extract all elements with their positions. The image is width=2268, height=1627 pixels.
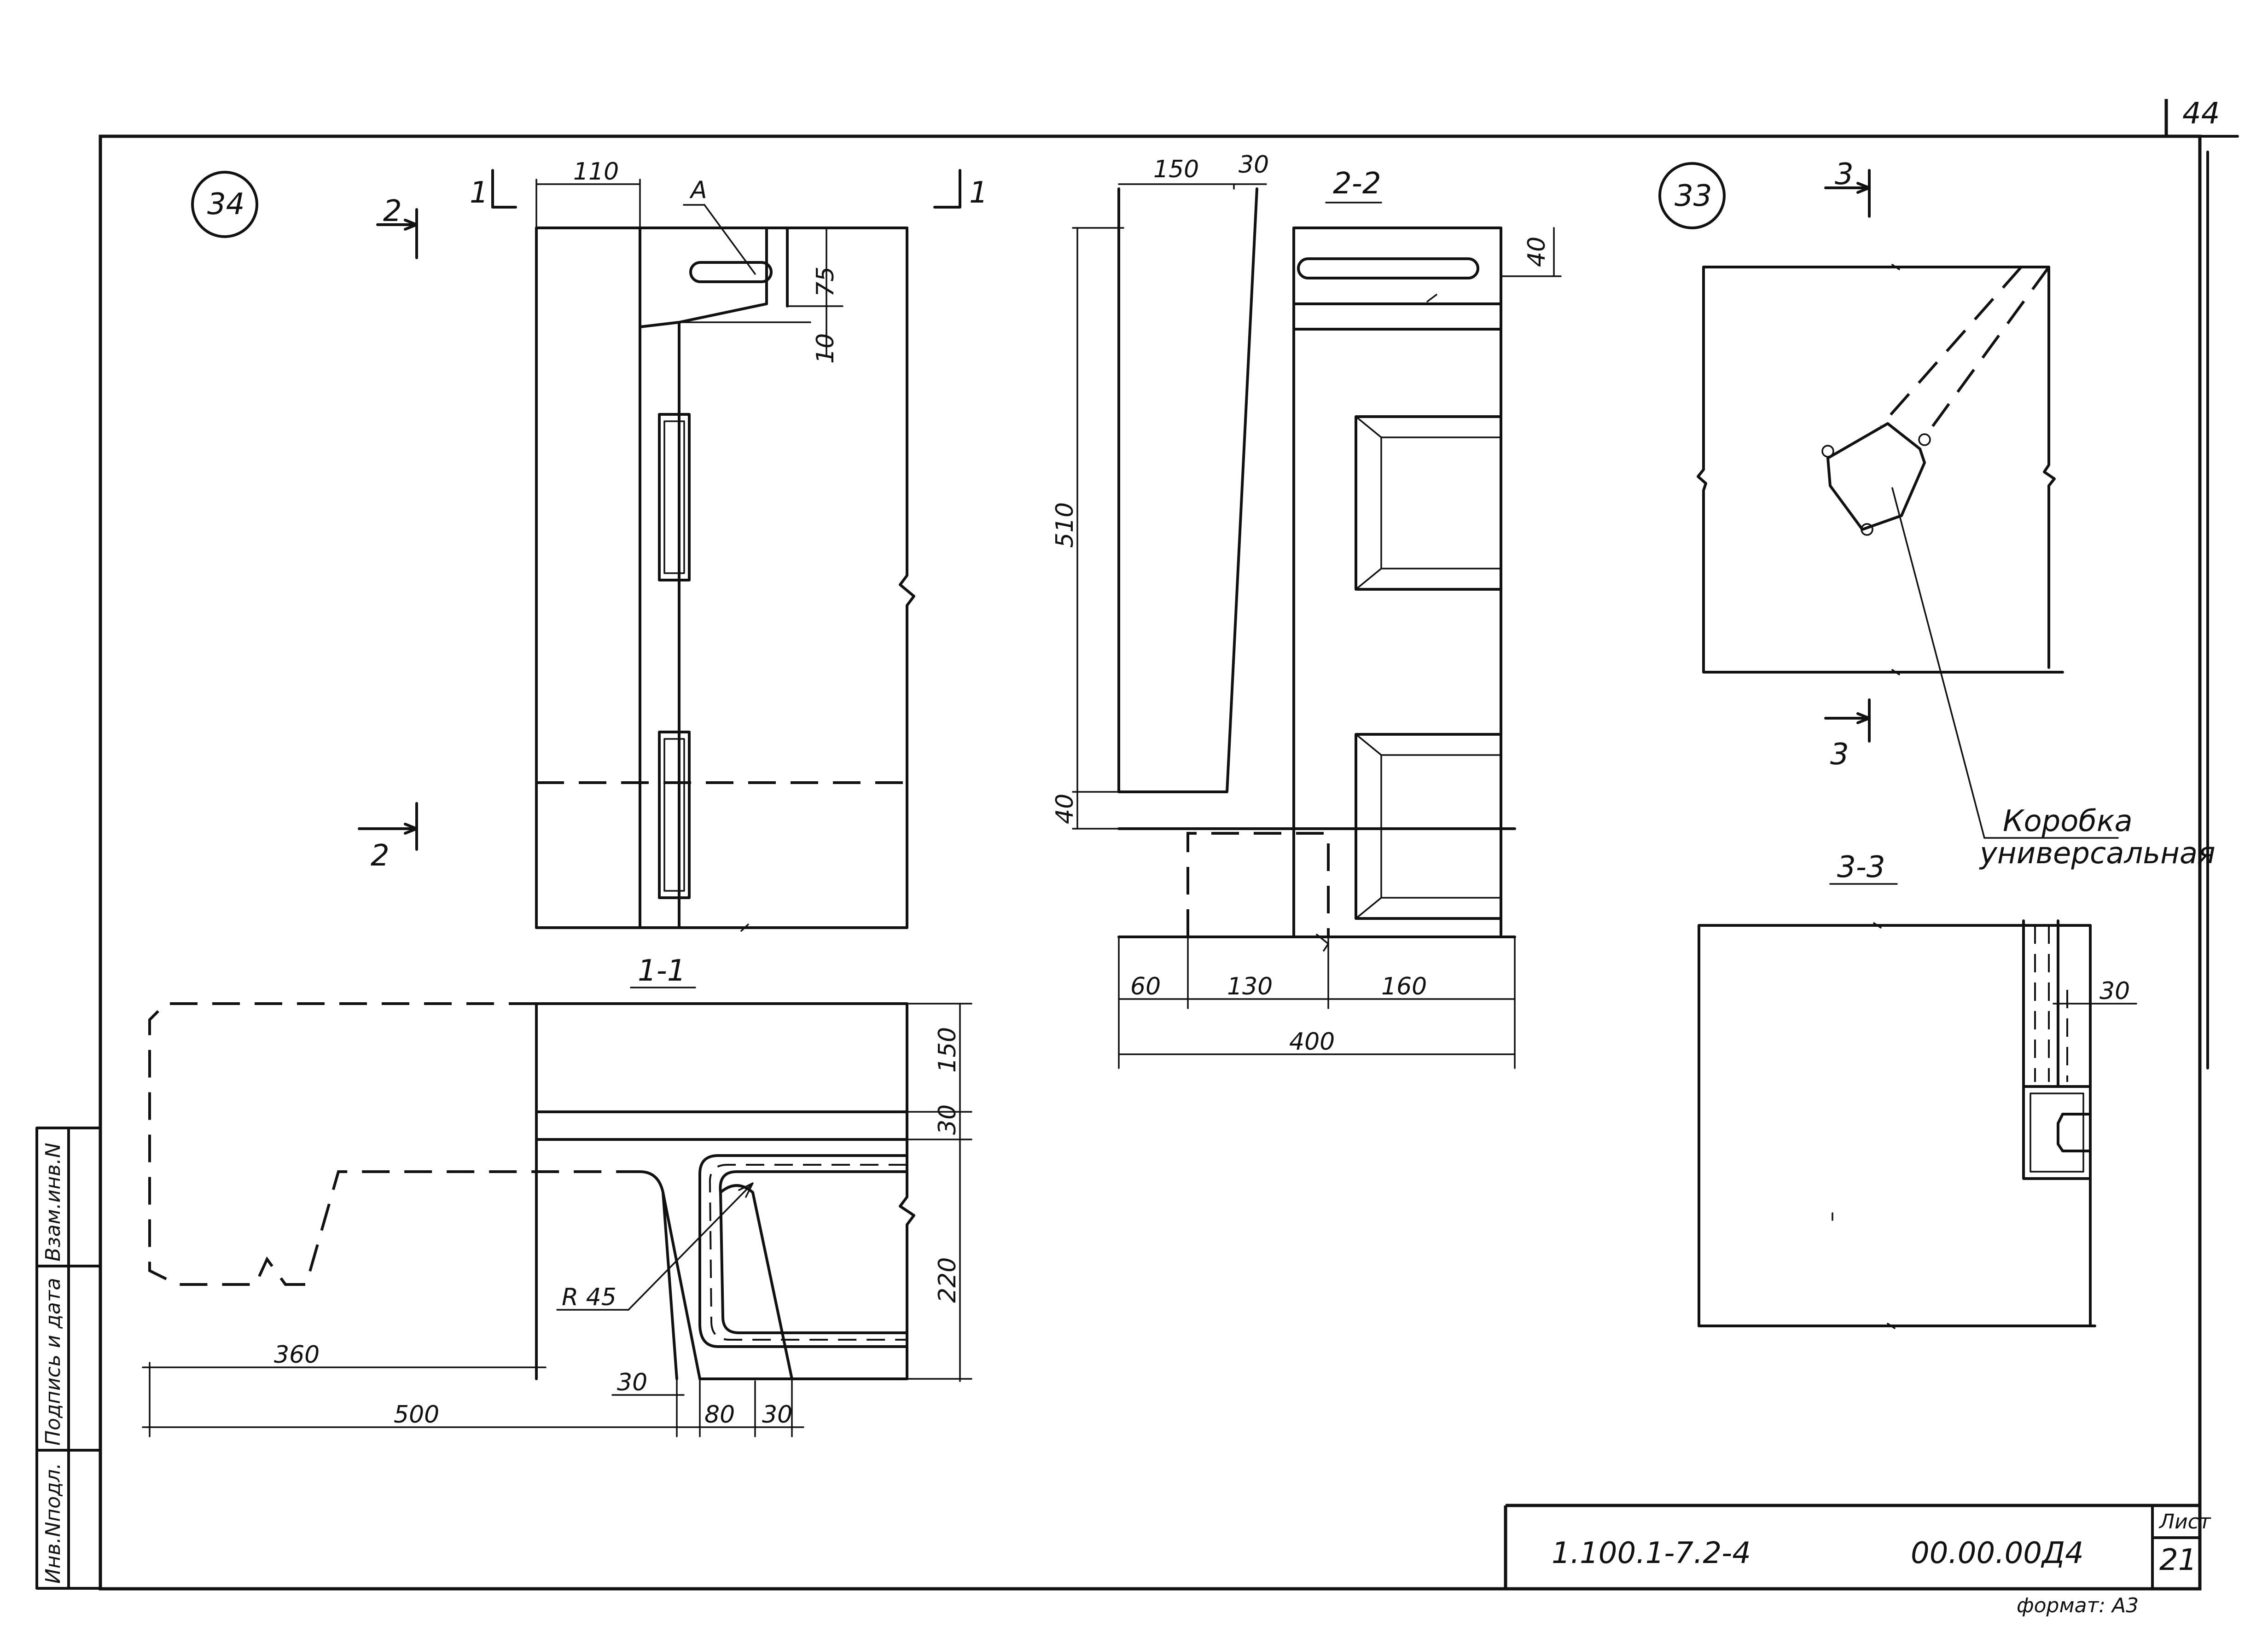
dim-11-360: 360: [274, 1341, 320, 1369]
box-label-line2: универсальная: [1979, 837, 2216, 871]
dim-22-40: 40: [1523, 237, 1551, 267]
dim-22-510: 510: [1051, 502, 1079, 548]
dim-34-75: 75: [812, 267, 839, 297]
title-block: [1504, 1504, 2201, 1590]
dim-11-500: 500: [394, 1401, 439, 1429]
page-number-label: Лист: [2158, 1510, 2211, 1534]
dim-22-60: 60: [1130, 973, 1161, 1000]
callout-a: А: [689, 176, 707, 204]
dim-11-30: 30: [934, 1104, 961, 1135]
corner-number: 44: [2182, 97, 2220, 131]
section-1-1: [142, 987, 972, 1437]
stamp-field-signature: Подпись и дата: [41, 1278, 65, 1446]
cut-1-right: 1: [969, 176, 988, 210]
doc-id: 00.00.00Д4: [1911, 1536, 2084, 1570]
dim-11-30a: 30: [617, 1369, 647, 1396]
radius-label: R 45: [562, 1284, 616, 1311]
dim-22-30: 30: [1239, 151, 1269, 179]
section-3-3-label: 3-3: [1837, 850, 1885, 884]
dim-34-10: 10: [812, 333, 839, 364]
format-label: формат: А3: [2017, 1594, 2139, 1617]
node-34-label: 34: [207, 187, 244, 221]
box-label-line1: Коробка: [2003, 804, 2133, 838]
dim-22-130: 130: [1227, 973, 1273, 1000]
dim-11-220: 220: [934, 1257, 961, 1303]
view-33: [1658, 162, 2119, 839]
dim-11-150: 150: [934, 1027, 961, 1073]
dim-11-30b: 30: [762, 1401, 792, 1429]
cut-2-top: 2: [383, 194, 402, 228]
section-2-2-label: 2-2: [1333, 167, 1381, 201]
section-3-3: [1698, 883, 2137, 1329]
side-stamp: Инв.Nподл. Подпись и дата Взам.инв.N: [35, 1127, 102, 1590]
section-2-2: [1072, 183, 1562, 1069]
stamp-field-inventory: Инв.Nподл.: [41, 1463, 65, 1584]
cut-2-bottom: 2: [371, 839, 390, 873]
doc-code: 1.100.1-7.2-4: [1552, 1536, 1751, 1570]
section-1-1-label: 1-1: [638, 954, 686, 988]
dim-22-150: 150: [1153, 156, 1199, 183]
cut-3-bottom: 3: [1830, 738, 1849, 772]
stamp-field-replace: Взам.инв.N: [41, 1143, 65, 1261]
dim-22-400: 400: [1289, 1028, 1335, 1056]
node-33-label: 33: [1675, 179, 1712, 213]
dim-22-40b: 40: [1051, 794, 1079, 824]
cut-3-top: 3: [1835, 157, 1854, 192]
dim-33-30: 30: [2099, 977, 2130, 1005]
dim-11-80: 80: [704, 1401, 735, 1429]
dim-22-160: 160: [1381, 973, 1427, 1000]
sheet-frame: [99, 99, 2239, 1591]
dim-34-110: 110: [573, 158, 619, 186]
cut-1-left: 1: [470, 176, 488, 210]
page-number: 21: [2159, 1543, 2197, 1577]
view-34: [191, 169, 961, 932]
